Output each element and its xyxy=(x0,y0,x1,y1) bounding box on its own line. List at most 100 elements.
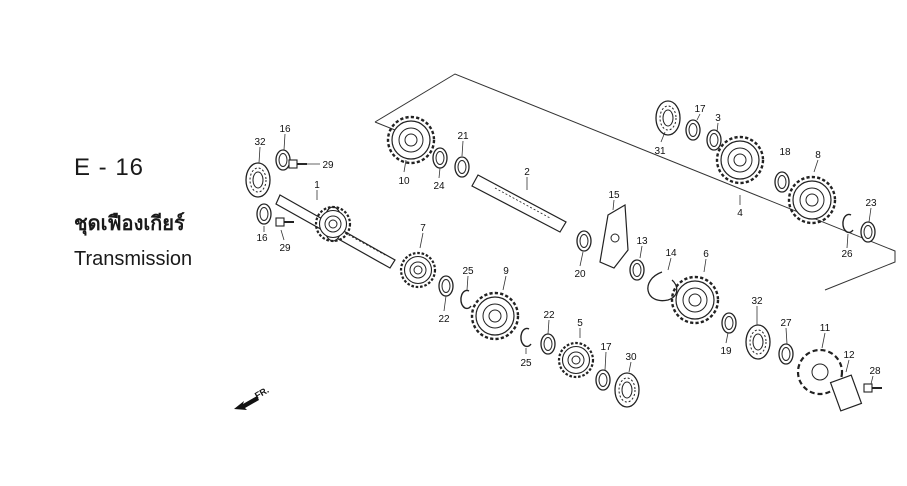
callout-31: 31 xyxy=(654,146,666,157)
gear-icon xyxy=(557,341,595,379)
washer-icon xyxy=(540,333,556,355)
washer-icon xyxy=(860,221,876,243)
callout-11: 11 xyxy=(820,323,831,334)
washer-icon xyxy=(721,312,737,334)
washer-22b xyxy=(540,333,556,355)
bearing-32a xyxy=(245,162,271,198)
leader-lines xyxy=(258,113,874,385)
bearing-icon xyxy=(655,100,681,136)
washer-24 xyxy=(432,147,448,169)
gear-7 xyxy=(399,251,437,289)
callout-17-top: 17 xyxy=(694,104,706,115)
washer-icon xyxy=(454,156,470,178)
circlip-icon xyxy=(647,271,678,302)
callout-26: 26 xyxy=(841,249,853,260)
washer-icon xyxy=(275,149,291,171)
circlip-icon xyxy=(460,289,472,310)
gear-4 xyxy=(715,135,765,185)
washer-16b xyxy=(256,203,272,225)
gear-icon xyxy=(314,205,352,243)
callout-20: 20 xyxy=(574,269,586,280)
bearing-icon xyxy=(614,372,640,408)
circlip-14 xyxy=(647,271,678,302)
washer-icon xyxy=(438,275,454,297)
washer-icon xyxy=(774,171,790,193)
washer-21 xyxy=(454,156,470,178)
washer-icon xyxy=(685,119,701,141)
bearing-32b xyxy=(745,324,771,360)
washer-16a xyxy=(275,149,291,171)
washer-3 xyxy=(706,129,722,151)
callout-labels: 1 2 3 4 5 6 7 8 9 10 11 12 13 14 15 16 1… xyxy=(254,104,881,377)
washer-icon xyxy=(629,259,645,281)
bearing-31 xyxy=(655,100,681,136)
circlip-icon xyxy=(520,327,532,348)
section-code: E - 16 xyxy=(74,154,145,181)
callout-13: 13 xyxy=(636,236,648,247)
washer-19 xyxy=(721,312,737,334)
callout-28: 28 xyxy=(869,366,881,377)
washer-icon xyxy=(576,230,592,252)
callout-6: 6 xyxy=(703,249,709,260)
washer-20 xyxy=(576,230,592,252)
callout-14: 14 xyxy=(665,248,677,259)
gear-icon xyxy=(399,251,437,289)
callout-27: 27 xyxy=(780,318,792,329)
direction-label: FR. xyxy=(253,385,271,401)
callout-16-top: 16 xyxy=(279,124,291,135)
section-title-english: Transmission xyxy=(74,248,193,270)
bolt-icon xyxy=(863,383,883,393)
callout-10: 10 xyxy=(398,176,410,187)
callout-22-right: 22 xyxy=(543,310,555,321)
callout-21: 21 xyxy=(457,131,469,142)
callout-8: 8 xyxy=(815,150,821,161)
circlip-icon xyxy=(842,213,854,234)
countershaft xyxy=(471,174,567,233)
callout-4: 4 xyxy=(737,208,743,219)
gear-8 xyxy=(787,175,837,225)
callout-25-top: 25 xyxy=(462,266,474,277)
shaft-icon xyxy=(471,174,567,233)
bearing-icon xyxy=(778,343,794,365)
callout-15: 15 xyxy=(608,190,620,201)
callout-25-bottom: 25 xyxy=(520,358,532,369)
callout-1: 1 xyxy=(314,180,320,191)
arrow-icon xyxy=(234,396,259,410)
gear-10 xyxy=(386,115,436,165)
callout-3: 3 xyxy=(715,113,721,124)
callout-19: 19 xyxy=(720,346,732,357)
washer-23 xyxy=(860,221,876,243)
washer-22a xyxy=(438,275,454,297)
gear-icon xyxy=(787,175,837,225)
washer-17a xyxy=(685,119,701,141)
bracket-15 xyxy=(599,203,629,269)
callout-16-bottom: 16 xyxy=(256,233,268,244)
section-title-thai: ชุดเฟืองเกียร์ xyxy=(74,211,185,235)
gear-9 xyxy=(470,291,520,341)
callout-32-right: 32 xyxy=(751,296,763,307)
callout-32-left: 32 xyxy=(254,137,266,148)
bearing-30 xyxy=(614,372,640,408)
circlip-26 xyxy=(842,213,854,234)
bolt-29b xyxy=(275,217,295,227)
gear-icon xyxy=(670,275,720,325)
callout-23: 23 xyxy=(865,198,877,209)
callout-22-left: 22 xyxy=(438,314,450,325)
callout-24: 24 xyxy=(433,181,445,192)
bearing-icon xyxy=(745,324,771,360)
washer-17b xyxy=(595,369,611,391)
callout-9: 9 xyxy=(503,266,509,277)
callout-7: 7 xyxy=(420,223,426,234)
circlip-25a xyxy=(460,289,472,310)
callout-18-label: 18 xyxy=(779,147,791,158)
callout-29-top: 29 xyxy=(322,160,334,171)
gear-5 xyxy=(557,341,595,379)
gear-6 xyxy=(670,275,720,325)
gear-shaft-1 xyxy=(314,205,352,243)
callout-30: 30 xyxy=(625,352,637,363)
callout-29-bottom: 29 xyxy=(279,243,291,254)
callout-5: 5 xyxy=(577,318,583,329)
washer-18 xyxy=(774,171,790,193)
